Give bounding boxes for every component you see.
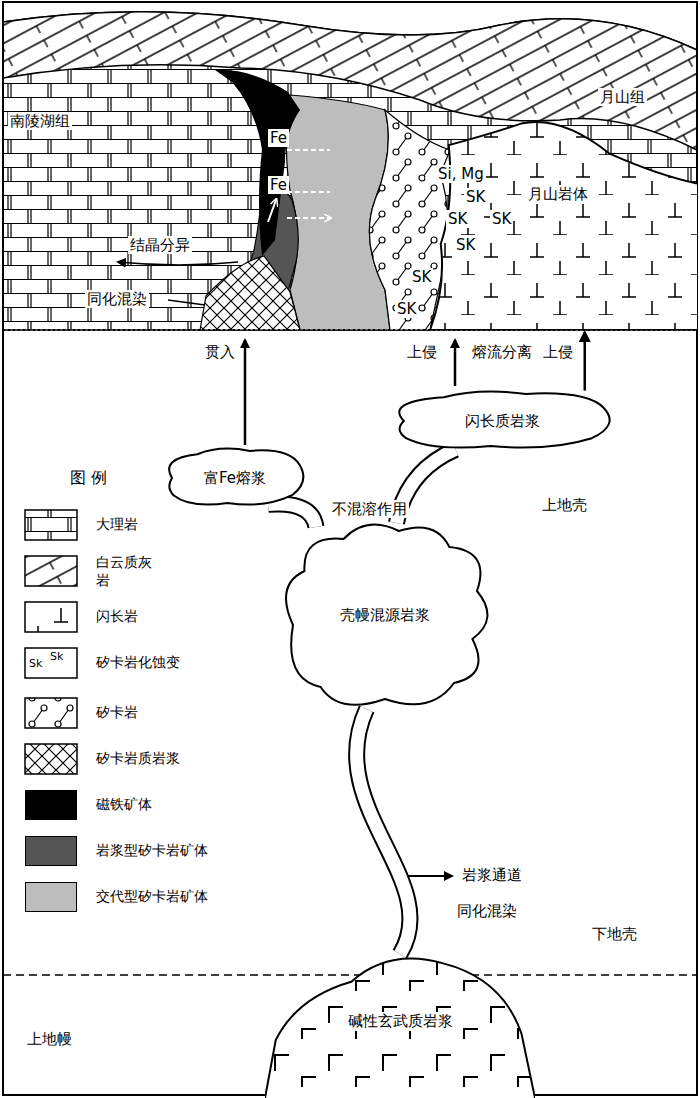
illustration-part <box>25 510 77 540</box>
node-shape <box>265 959 535 1098</box>
channel-core <box>268 504 316 527</box>
annotation: SK <box>410 268 433 286</box>
legend-symbol: Sk <box>29 657 42 670</box>
legend-text: 大理岩 <box>96 516 138 534</box>
node-label: 闪长质岩浆 <box>462 412 543 431</box>
annotation: 同化混染 <box>85 290 149 308</box>
annotation: 熔流分离 <box>470 343 534 361</box>
node-shape <box>430 122 698 330</box>
node-label: 富Fe熔浆 <box>201 469 269 488</box>
legend-symbol: Sk <box>50 650 63 663</box>
annotation: 岩浆通道 <box>460 866 524 884</box>
annotation: SK <box>490 210 513 228</box>
illustration-part <box>268 200 276 222</box>
legend-text: 岩浆型矽卡岩矿体 <box>96 842 208 860</box>
annotation: 图 例 <box>70 468 107 487</box>
annotation: 下地壳 <box>590 925 639 943</box>
annotation: 同化混染 <box>455 902 519 920</box>
annotation: SK <box>454 236 477 254</box>
magma-chamber: 富Fe熔浆 <box>160 445 310 511</box>
illustration-part <box>25 744 77 774</box>
node-label: 月山岩体 <box>525 185 591 204</box>
channel-wall <box>268 504 316 527</box>
magma-source: 碱性玄武质岩浆 <box>265 945 535 1098</box>
illustration-part <box>25 556 77 586</box>
annotation: 上地壳 <box>540 496 589 514</box>
channel-wall <box>357 709 410 954</box>
annotation: 不混溶作用 <box>330 500 409 518</box>
illustration-part <box>454 340 457 386</box>
illustration-part <box>287 150 330 218</box>
illustration-part <box>408 875 452 877</box>
node-shape <box>399 392 609 448</box>
node-label: 碱性玄武质岩浆 <box>345 1012 456 1031</box>
intrusion-arrow <box>584 332 585 391</box>
intrusion-body: 月山岩体 <box>430 115 698 330</box>
legend-swatch <box>25 836 77 866</box>
node-outline <box>430 115 698 330</box>
strata <box>3 12 697 330</box>
legend-text: 矽卡岩质岩浆 <box>96 750 180 768</box>
legend-swatches <box>25 510 77 774</box>
magma-channel <box>357 709 410 954</box>
illustration-part <box>3 2 697 1095</box>
magma-chamber: 闪长质岩浆 <box>385 388 620 454</box>
legend-text: 矽卡岩化蚀变 <box>96 654 180 672</box>
annotation: 结晶分异 <box>128 236 192 254</box>
illustration-part <box>25 602 77 632</box>
annotation: 南陵湖组 <box>8 112 72 130</box>
illustration-part <box>369 110 450 330</box>
illustration-part <box>244 340 247 445</box>
illustration-part <box>168 300 205 305</box>
annotation: 贯入 <box>203 343 237 361</box>
legend-swatch <box>25 790 77 820</box>
illustration-part <box>118 262 238 265</box>
illustration-part <box>3 12 697 330</box>
illustration-part <box>215 70 300 256</box>
ore-bodies <box>200 70 450 330</box>
illustration-part <box>25 698 77 728</box>
illustration-part <box>3 974 697 976</box>
node-shape <box>169 449 303 505</box>
node-label: 壳幔混源岩浆 <box>337 606 433 625</box>
annotation: 上侵 <box>405 343 439 361</box>
annotation: Fe <box>268 176 289 194</box>
edge-label: 上侵 <box>541 343 575 361</box>
node-shape <box>286 525 487 705</box>
illustration-part <box>200 256 300 330</box>
arrow-line <box>584 332 587 391</box>
annotation: SK <box>446 210 469 228</box>
annotation: 月山组 <box>598 88 647 106</box>
legend-text: 矽卡岩 <box>96 704 138 722</box>
legend-text: 磁铁矿体 <box>96 796 152 814</box>
legend-swatch <box>25 882 77 912</box>
annotation: SK <box>464 188 487 206</box>
boundaries <box>3 2 697 1095</box>
magma-chamber: 壳幔混源岩浆 <box>270 515 500 715</box>
legend-text: 白云质灰岩 <box>96 554 156 589</box>
legend-text: 闪长岩 <box>96 608 138 626</box>
illustration-part <box>25 648 77 678</box>
annotation: SK <box>395 300 418 318</box>
annotation: 上地幔 <box>25 1030 74 1048</box>
magma-channel <box>268 504 316 527</box>
legend-text: 交代型矽卡岩矿体 <box>96 888 208 906</box>
channel-core <box>357 709 410 954</box>
annotation: Fe <box>268 129 289 147</box>
annotation: Si, Mg <box>436 165 486 183</box>
